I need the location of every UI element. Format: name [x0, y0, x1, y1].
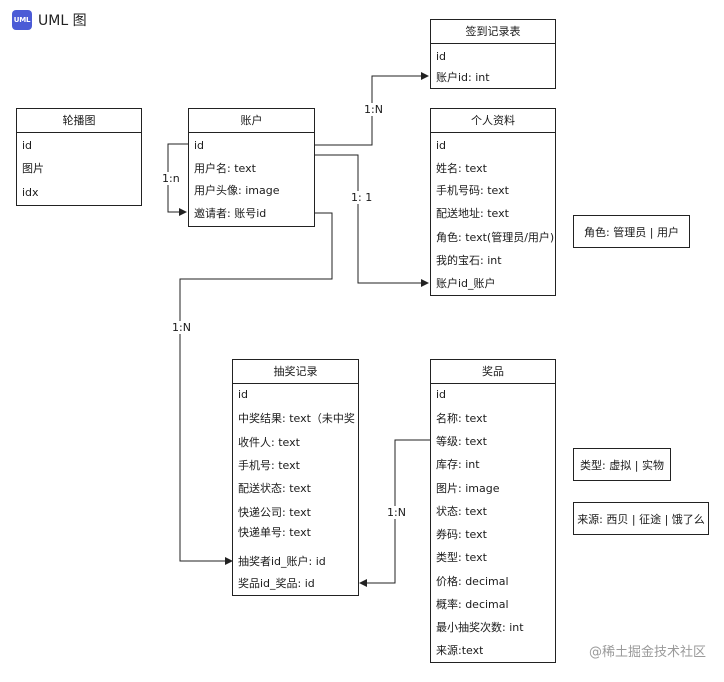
entity-prize: 奖品 id 名称: text 等级: text 库存: int 图片: imag…: [430, 359, 556, 663]
entity-checkin-title: 签到记录表: [431, 20, 555, 44]
entity-prize-title: 奖品: [431, 360, 555, 384]
entity-profile-field: 账户id_账户: [436, 277, 496, 290]
edge-label-prize-lottery: 1:N: [386, 506, 407, 519]
entity-lottery-title: 抽奖记录: [233, 360, 358, 384]
entity-prize-field: 来源:text: [436, 644, 484, 657]
note-type: 类型: 虚拟 | 实物: [573, 448, 671, 481]
entity-account-field: 邀请者: 账号id: [194, 207, 267, 220]
entity-checkin-field: 账户id: int: [436, 71, 490, 84]
entity-prize-field: 最小抽奖次数: int: [436, 621, 524, 634]
entity-prize-field: id: [436, 388, 447, 401]
entity-prize-field: 图片: image: [436, 482, 500, 495]
entity-lottery-field: 快递公司: text: [238, 506, 311, 519]
entity-profile-title: 个人资料: [431, 109, 555, 133]
entity-profile-field: 手机号码: text: [436, 184, 509, 197]
entity-account-field: 用户名: text: [194, 162, 256, 175]
entity-lottery-field: 抽奖者id_账户: id: [238, 555, 326, 568]
entity-lottery-field: 奖品id_奖品: id: [238, 577, 315, 590]
entity-prize-field: 券码: text: [436, 528, 487, 541]
entity-lottery-field: id: [238, 388, 249, 401]
entity-lottery-field: 配送状态: text: [238, 482, 311, 495]
entity-lottery-field: 快递单号: text: [238, 526, 311, 539]
entity-profile-field: 我的宝石: int: [436, 254, 502, 267]
entity-account-field: 用户头像: image: [194, 184, 280, 197]
entity-prize-field: 等级: text: [436, 435, 487, 448]
entity-account-title: 账户: [189, 109, 314, 133]
entity-carousel-field: idx: [22, 186, 39, 199]
edge-account-lottery: [179, 212, 333, 565]
entity-prize-field: 类型: text: [436, 551, 487, 564]
entity-account: 账户 id 用户名: text 用户头像: image 邀请者: 账号id: [188, 108, 315, 227]
entity-profile-field: 角色: text(管理员/用户): [436, 231, 555, 244]
entity-prize-field: 库存: int: [436, 458, 480, 471]
note-source: 来源: 西贝 | 征途 | 饿了么: [573, 502, 709, 535]
entity-prize-field: 状态: text: [436, 505, 487, 518]
entity-lottery-field: 收件人: text: [238, 436, 300, 449]
edge-label-account-checkin: 1:N: [363, 103, 384, 116]
entity-profile: 个人资料 id 姓名: text 手机号码: text 配送地址: text 角…: [430, 108, 556, 296]
edge-label-account-profile: 1: 1: [350, 191, 374, 204]
entity-profile-field: 姓名: text: [436, 162, 487, 175]
entity-prize-field: 概率: decimal: [436, 598, 509, 611]
entity-profile-field: 配送地址: text: [436, 207, 509, 220]
watermark: @稀土掘金技术社区: [588, 645, 706, 660]
entity-carousel-title: 轮播图: [17, 109, 141, 133]
entity-carousel-field: 图片: [22, 162, 44, 175]
entity-lottery-field: 手机号: text: [238, 459, 300, 472]
entity-prize-field: 名称: text: [436, 412, 487, 425]
entity-checkin: 签到记录表 id 账户id: int: [430, 19, 556, 89]
entity-lottery: 抽奖记录 id 中奖结果: text（未中奖、 收件人: text 手机号: t…: [232, 359, 359, 596]
entity-carousel: 轮播图 id 图片 idx: [16, 108, 142, 206]
entity-account-field: id: [194, 139, 205, 152]
uml-logo-icon: UML: [12, 10, 32, 30]
app-title: UML UML 图: [12, 9, 87, 31]
entity-lottery-field: 中奖结果: text（未中奖、: [238, 412, 355, 425]
entity-carousel-field: id: [22, 139, 33, 152]
edge-label-account-lottery: 1:N: [171, 321, 192, 334]
entity-checkin-field: id: [436, 50, 447, 63]
edge-account-profile: [315, 154, 429, 287]
entity-profile-field: id: [436, 139, 447, 152]
app-title-text: UML 图: [38, 13, 87, 29]
edge-label-account-self: 1:n: [161, 172, 181, 185]
note-role: 角色: 管理员 | 用户: [573, 215, 690, 248]
entity-prize-field: 价格: decimal: [436, 575, 509, 588]
